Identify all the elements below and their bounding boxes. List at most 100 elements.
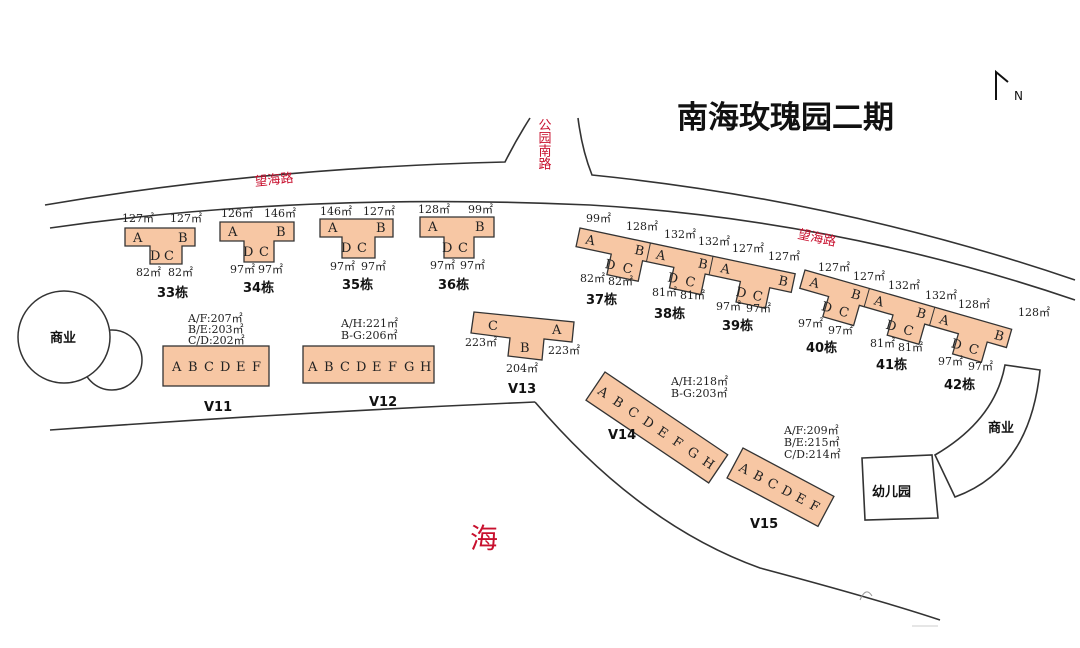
map-title: 南海玫瑰园二期 [677,100,894,136]
svg-text:B-G:206㎡: B-G:206㎡ [341,329,398,342]
svg-text:204㎡: 204㎡ [506,362,538,375]
building-36-label: 36栋 [438,277,469,293]
road-label-park-south: 公园南路 [536,118,552,170]
sea-label: 海 [470,522,498,555]
building-39-area-3: 127㎡ [768,250,800,263]
svg-text:223㎡: 223㎡ [465,336,497,349]
villa-v11-label: V11 [204,400,232,415]
svg-text:97㎡: 97㎡ [361,260,386,273]
svg-text:D: D [603,257,616,274]
svg-text:B: B [376,221,386,236]
building-35-label: 35栋 [342,277,373,293]
svg-text:A: A [227,225,238,240]
building-42-area-3: 128㎡ [1018,306,1050,319]
svg-text:223㎡: 223㎡ [548,344,580,357]
svg-text:B: B [520,341,530,356]
villa-v13-label: V13 [508,382,536,397]
svg-text:B: B [276,225,286,240]
svg-text:A: A [807,275,822,292]
svg-text:A: A [327,221,338,236]
road-label-wanghai-east: 望海路 [796,226,837,250]
svg-text:D: D [442,241,452,256]
building-39-area-1: 132㎡ [698,235,730,248]
building-37-area-4: 82㎡ [608,275,633,288]
svg-text:G: G [404,360,414,375]
svg-text:A: A [937,312,952,329]
svg-text:C/D:202㎡: C/D:202㎡ [188,334,245,347]
svg-text:B-G:203㎡: B-G:203㎡ [671,387,728,400]
svg-text:B: B [697,257,709,274]
svg-text:A/F:207㎡: A/F:207㎡ [187,312,243,325]
villa-v14-label: V14 [608,428,636,443]
building-39-area-5: 97㎡ [746,302,771,315]
building-40-area-3: 97㎡ [798,317,823,330]
building-42-area-5: 97㎡ [968,360,993,373]
svg-text:C: C [967,341,981,358]
villa-v12: A/H:221㎡ B-G:206㎡ A B C D E F G H V12 [302,317,435,410]
svg-text:C: C [684,274,697,291]
svg-text:C: C [204,360,214,375]
svg-text:A: A [307,360,318,375]
svg-text:146㎡: 146㎡ [264,207,296,220]
svg-text:C: C [488,319,498,334]
svg-text:D: D [949,336,963,353]
svg-text:97㎡: 97㎡ [460,259,485,272]
north-label: N [1014,89,1023,103]
svg-text:A: A [583,232,597,249]
svg-text:D: D [220,360,230,375]
svg-text:B: B [849,287,862,304]
svg-text:D: D [150,249,160,264]
building-39-area-4: 97㎡ [716,300,741,313]
road-label-wanghai-west: 望海路 [254,170,294,190]
building-40-area-2: 127㎡ [853,270,885,283]
svg-text:C: C [357,241,367,256]
svg-text:99㎡: 99㎡ [468,203,493,216]
svg-text:A/H:221㎡: A/H:221㎡ [340,317,398,330]
svg-text:B: B [324,360,334,375]
villa-v13: C A B 223㎡ 223㎡ 204㎡ V13 [465,311,580,397]
villa-v12-label: V12 [369,395,397,410]
svg-text:A: A [871,293,886,310]
svg-text:C: C [751,289,764,306]
svg-text:E: E [372,360,382,375]
svg-text:C: C [837,304,851,321]
svg-text:B: B [178,231,188,246]
svg-text:A/H:218㎡: A/H:218㎡ [670,375,728,388]
svg-text:B: B [633,243,645,260]
north-arrow-icon [995,69,1009,100]
svg-text:127㎡: 127㎡ [363,205,395,218]
svg-text:A: A [132,231,143,246]
building-33-label: 33栋 [157,285,188,301]
building-38-label: 38栋 [654,306,685,322]
svg-text:D: D [243,245,253,260]
commercial-area-left [17,290,143,391]
svg-text:97㎡: 97㎡ [330,260,355,273]
svg-text:A: A [718,261,732,278]
svg-text:C: C [164,249,174,264]
villa-v15: A B C D E F A/F:209㎡ B/E:215㎡ C/D:214㎡ V… [726,424,841,532]
building-37-label: 37栋 [586,292,617,308]
svg-text:B/E:215㎡: B/E:215㎡ [784,436,840,449]
building-41-area-2: 81㎡ [870,337,895,350]
svg-text:B: B [914,306,927,323]
svg-text:127㎡: 127㎡ [122,212,154,225]
building-34-label: 34栋 [243,280,274,296]
svg-text:97㎡: 97㎡ [230,263,255,276]
svg-text:A: A [427,220,438,235]
svg-text:146㎡: 146㎡ [320,205,352,218]
decorative-scribble [859,591,938,627]
svg-text:A/F:209㎡: A/F:209㎡ [783,424,839,437]
building-42-area-1: 132㎡ [925,289,957,302]
svg-text:D: D [820,299,834,316]
svg-text:B: B [475,220,485,235]
svg-text:C: C [259,245,269,260]
svg-text:F: F [388,360,397,375]
svg-text:97㎡: 97㎡ [430,259,455,272]
building-39-label: 39栋 [722,318,753,334]
